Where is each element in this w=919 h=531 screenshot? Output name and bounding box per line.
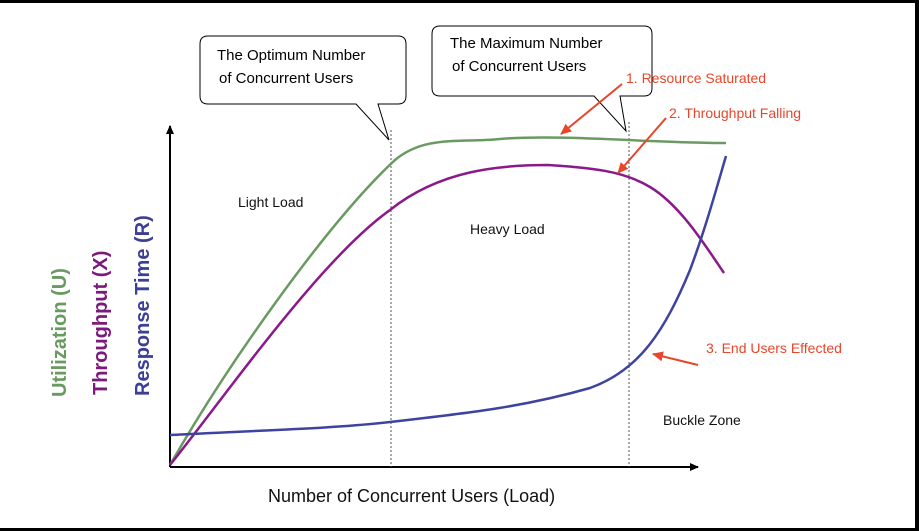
maximum-callout-line-2: of Concurrent Users — [452, 58, 586, 75]
throughput-falling-label: 2. Throughput Falling — [669, 105, 801, 121]
maximum-callout — [431, 25, 653, 133]
maximum-callout-line-1: The Maximum Number — [450, 35, 603, 52]
optimum-callout-line-2: of Concurrent Users — [219, 70, 353, 87]
y-label-utilization: Utilization (U) — [49, 268, 71, 397]
resource-saturated-label: 1. Resource Saturated — [626, 70, 766, 86]
y-label-response-time: Response Time (R) — [132, 215, 154, 396]
response-time-curve — [169, 155, 728, 437]
utilization-curve — [168, 136, 727, 466]
falling-arrow — [617, 117, 667, 174]
optimum-callout-line-1: The Optimum Number — [217, 47, 365, 64]
y-label-throughput: Throughput (X) — [90, 251, 112, 395]
x-axis-label: Number of Concurrent Users (Load) — [268, 486, 555, 506]
saturated-arrow — [560, 83, 623, 135]
heavy-load-label: Heavy Load — [470, 221, 545, 237]
frame-right-border — [915, 0, 919, 531]
end-users-effected-label: 3. End Users Effected — [706, 340, 842, 356]
effected-arrow — [652, 351, 699, 366]
throughput-curve — [169, 163, 726, 466]
light-load-label: Light Load — [238, 194, 303, 210]
optimum-callout — [199, 35, 407, 141]
buckle-zone-label: Buckle Zone — [663, 412, 741, 428]
frame-bottom-border — [0, 528, 919, 531]
frame-top-border — [0, 0, 919, 3]
